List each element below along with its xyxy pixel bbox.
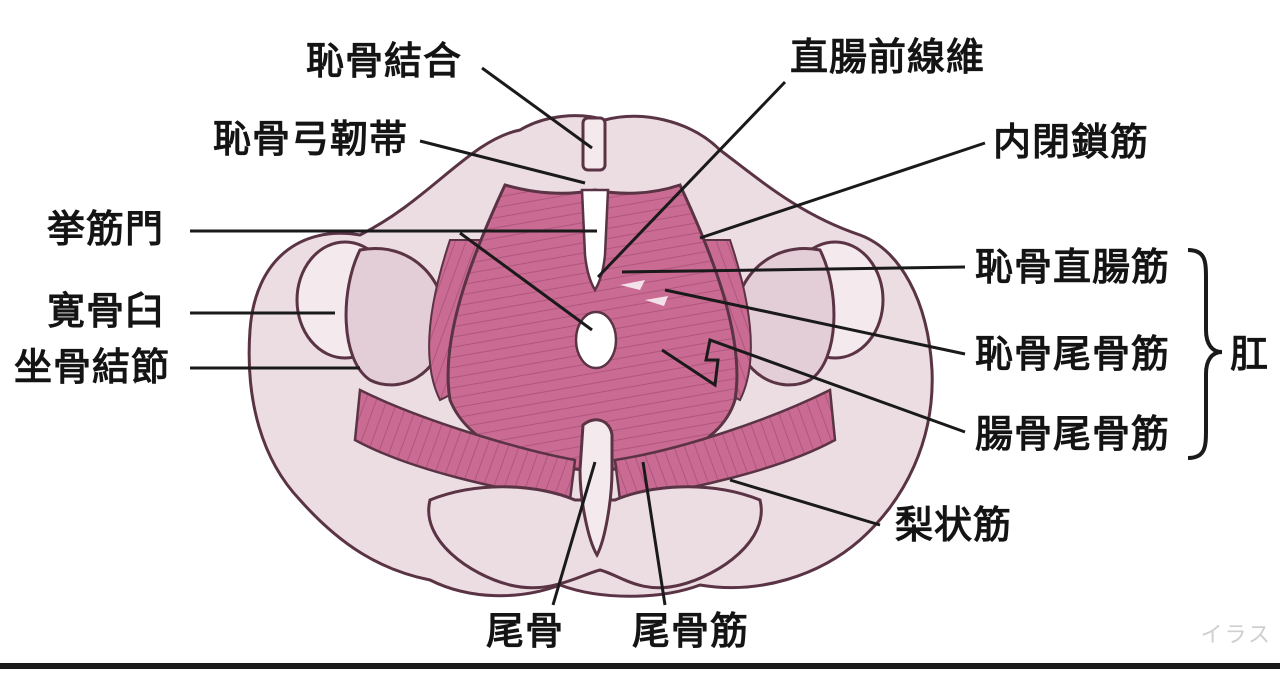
label-prerectal-fibers: 直腸前線維 — [790, 35, 986, 79]
pubic-symphysis-shape — [581, 116, 607, 172]
leader-puborectalis — [621, 265, 966, 274]
label-acetabulum: 寛骨臼 — [47, 289, 165, 333]
coccyx-shape — [578, 418, 614, 559]
label-group: 肛 — [1230, 332, 1270, 376]
label-puborectalis: 恥骨直腸筋 — [975, 245, 1171, 289]
label-pubic-arcuate-ligament: 恥骨弓靭帯 — [213, 117, 409, 161]
leader-obturator-internus — [699, 141, 986, 240]
leader-pubic-arcuate-ligament — [419, 139, 586, 185]
label-piriformis: 梨状筋 — [895, 503, 1013, 547]
watermark: イラス — [1200, 623, 1272, 648]
leader-levator-to-anus — [459, 231, 593, 332]
label-levator-hiatus: 挙筋門 — [47, 207, 165, 251]
label-pubic-symphysis: 恥骨結合 — [306, 39, 463, 83]
label-coccygeus: 尾骨筋 — [632, 609, 750, 653]
bottom-bar — [0, 663, 1280, 669]
leader-pubococcygeus — [664, 288, 966, 356]
leader-lines — [190, 66, 986, 606]
leader-prerectal-fibers — [596, 80, 787, 279]
label-obturator-internus: 内閉鎖筋 — [993, 120, 1150, 164]
leader-iliococcygeus — [661, 337, 966, 434]
label-pubococcygeus: 恥骨尾骨筋 — [975, 332, 1171, 376]
label-ischial-tuberosity: 坐骨結節 — [14, 345, 171, 389]
leader-piriformis — [729, 478, 881, 527]
leader-coccyx — [551, 461, 597, 606]
label-coccyx: 尾骨 — [486, 609, 565, 653]
ischial-left-shape — [344, 247, 447, 387]
leader-coccygeus — [641, 461, 667, 606]
group-brace — [1187, 248, 1223, 460]
anal-opening-shape — [574, 310, 618, 370]
urogenital-hiatus-shape — [580, 188, 610, 293]
label-iliococcygeus: 腸骨尾骨筋 — [975, 412, 1171, 456]
leader-pubic-symphysis — [481, 66, 593, 150]
